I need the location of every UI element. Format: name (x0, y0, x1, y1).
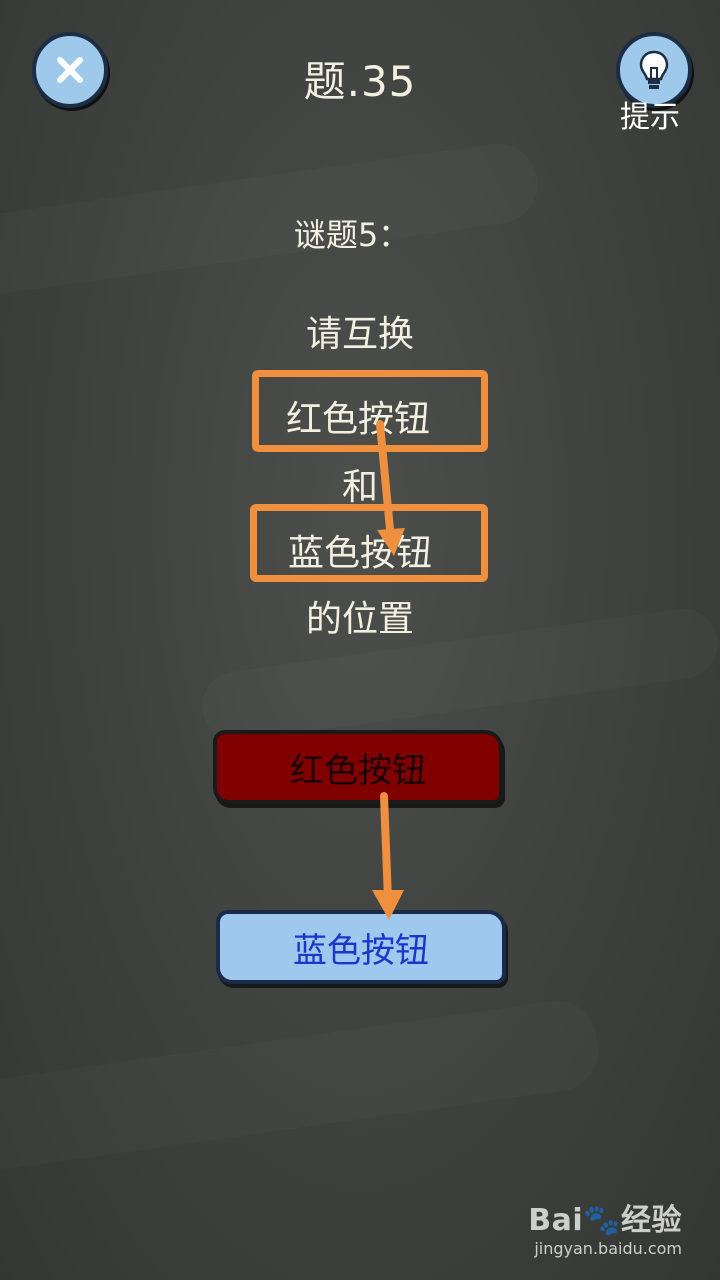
hint-label: 提示 (620, 100, 680, 135)
blue-button[interactable]: 蓝色按钮 (216, 910, 506, 984)
red-button[interactable]: 红色按钮 (213, 730, 503, 804)
lightbulb-icon (639, 50, 669, 89)
annotation-arrow-text (376, 420, 405, 556)
annotation-box-blue-text (250, 504, 488, 582)
watermark-logo: Bai🐾经验 (528, 1203, 682, 1238)
level-title: 题.35 (303, 57, 417, 106)
puzzle-line-and: 和 (341, 467, 378, 508)
hint-button[interactable] (616, 32, 692, 108)
puzzle-heading: 谜题5： (293, 216, 411, 254)
annotation-arrow-buttons (372, 792, 404, 920)
annotation-box-red-text (252, 370, 488, 452)
close-button[interactable] (32, 32, 108, 108)
puzzle-line-position: 的位置 (305, 599, 414, 640)
blue-button-label: 蓝色按钮 (293, 930, 429, 971)
watermark-url: jingyan.baidu.com (534, 1239, 682, 1258)
puzzle-line-red: 红色按钮 (285, 399, 430, 440)
close-icon (57, 57, 83, 83)
puzzle-line-swap: 请互换 (305, 314, 414, 355)
puzzle-line-blue: 蓝色按钮 (287, 533, 432, 574)
watermark: Bai🐾经验 jingyan.baidu.com (528, 1195, 682, 1258)
red-button-label: 红色按钮 (290, 750, 426, 791)
